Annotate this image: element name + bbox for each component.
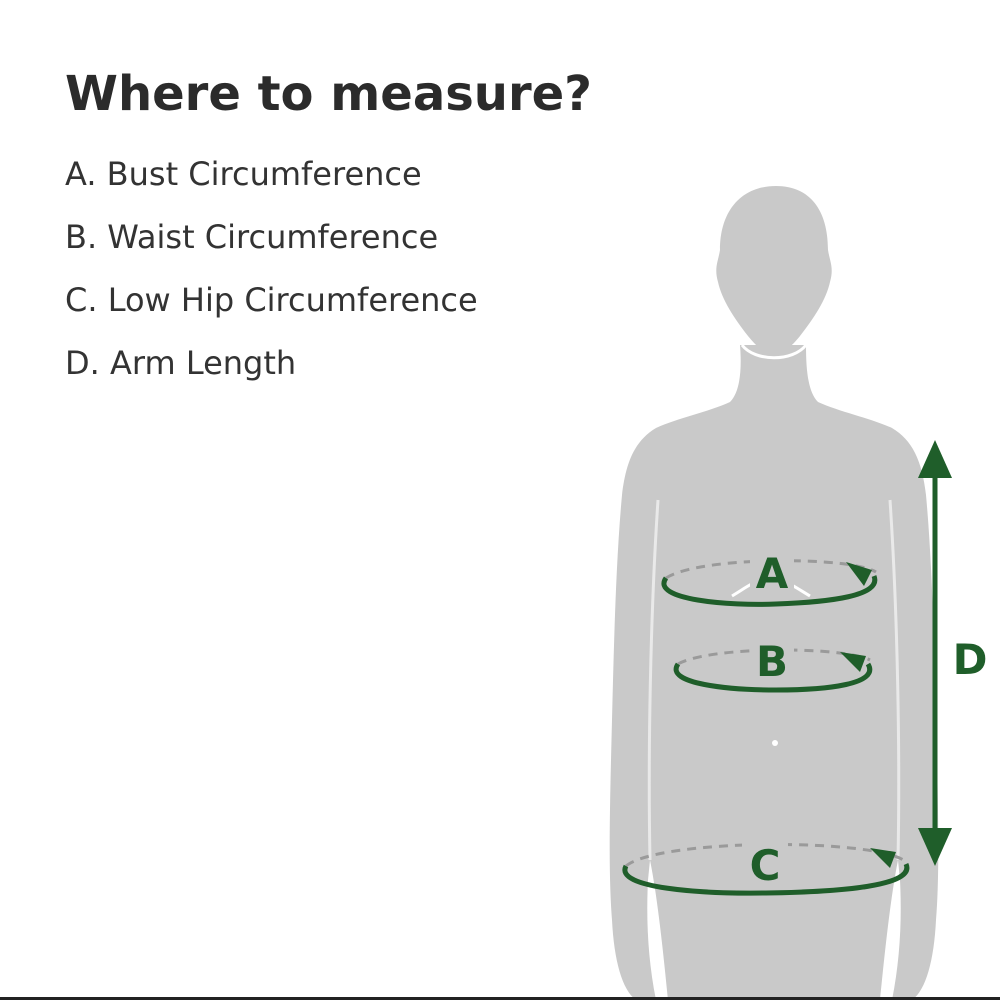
measurement-item-bust: A. Bust Circumference [65, 155, 422, 193]
measurement-item-waist: B. Waist Circumference [65, 218, 439, 256]
low-hip-measurement-loop: C [622, 841, 910, 896]
low-hip-loop-front [622, 862, 910, 896]
bust-arrow-icon [846, 562, 872, 586]
bust-loop-front [661, 575, 878, 607]
measurement-item-low-hip: C. Low Hip Circumference [65, 281, 478, 319]
measurement-list: A. Bust Circumference B. Waist Circumfer… [65, 152, 478, 404]
bottom-divider [0, 997, 1000, 1000]
marker-d: D [953, 635, 988, 684]
page-title: Where to measure? [65, 66, 593, 122]
bust-measurement-loop: A [661, 548, 878, 607]
marker-b: B [756, 637, 788, 686]
marker-c: C [750, 841, 781, 890]
measurement-item-arm-length: D. Arm Length [65, 344, 297, 382]
arm-length-top-arrow-icon [918, 440, 952, 478]
navel-dot [772, 740, 778, 746]
marker-a: A [756, 549, 789, 598]
neckline [740, 343, 808, 360]
right-arm-gap [888, 499, 901, 861]
low-hip-arrow-icon [870, 848, 896, 868]
head-shape [716, 186, 832, 356]
waist-measurement-loop: B [673, 637, 873, 693]
waist-label-bg [750, 638, 794, 680]
waist-loop-front [673, 662, 873, 693]
bust-label-bg [750, 548, 794, 592]
waist-arrow-icon [840, 652, 866, 672]
arm-length-bottom-arrow-icon [918, 828, 952, 866]
left-arm-gap [647, 499, 660, 861]
low-hip-label-bg [742, 842, 788, 884]
arm-length-measurement: D [918, 440, 987, 866]
